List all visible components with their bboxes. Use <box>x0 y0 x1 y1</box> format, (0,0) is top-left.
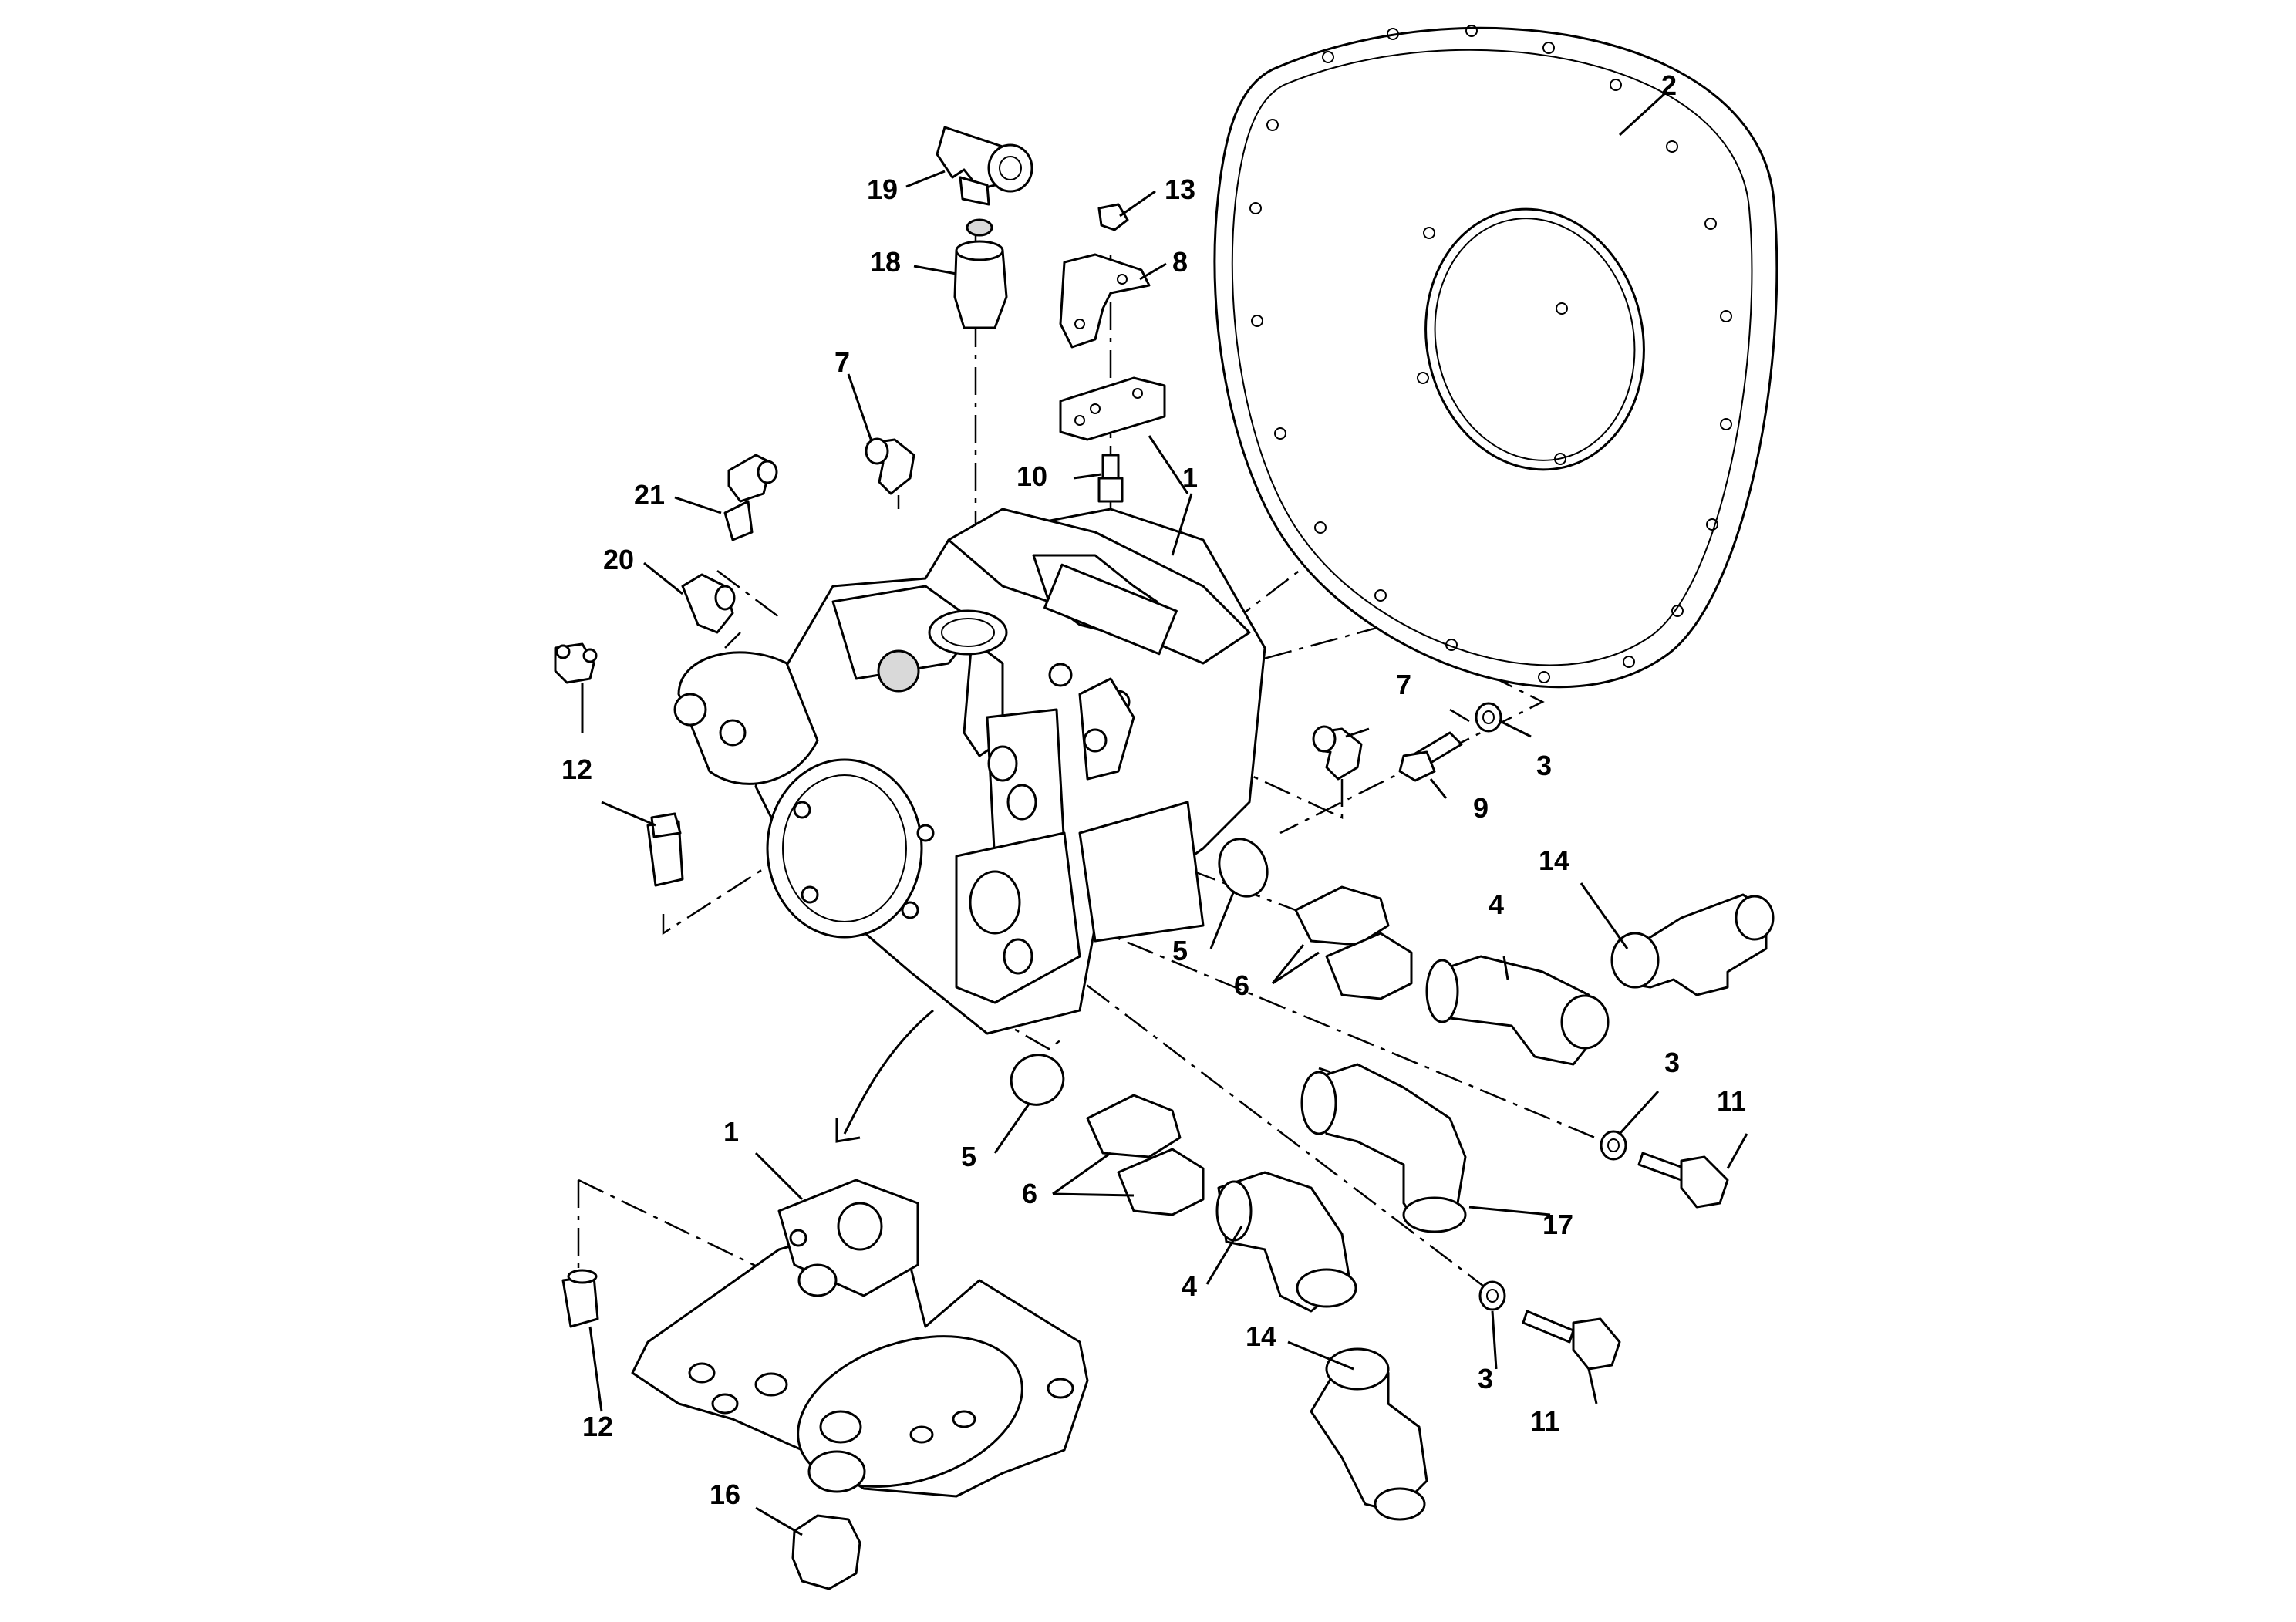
part-16-plug <box>791 1514 861 1590</box>
part-20-elbow <box>681 573 736 634</box>
callout-14-upper: 14 <box>1539 845 1569 876</box>
callout-11-lower: 11 <box>1530 1405 1559 1437</box>
part-7-elbow-upper <box>865 437 915 495</box>
callout-4-lower: 4 <box>1182 1270 1197 1302</box>
callout-8: 8 <box>1172 246 1188 278</box>
callout-9: 9 <box>1473 792 1489 824</box>
part-17-elbow <box>1300 1063 1467 1233</box>
callout-20: 20 <box>603 544 634 575</box>
callout-12-detail: 12 <box>582 1411 613 1442</box>
part-12-sensor-mid <box>646 812 684 887</box>
part-11-bolt-upper <box>1637 1152 1729 1209</box>
callout-10: 10 <box>1017 460 1047 492</box>
callout-7-upper: 7 <box>834 346 850 378</box>
callout-3-lower: 3 <box>1478 1363 1493 1394</box>
part-9-bolt <box>1398 731 1463 782</box>
part-11-bolt-lower <box>1522 1310 1621 1371</box>
callout-19: 19 <box>867 174 898 205</box>
detail-view <box>631 1009 1089 1498</box>
callout-14-lower: 14 <box>1246 1320 1276 1352</box>
callout-18: 18 <box>870 246 901 278</box>
callout-17: 17 <box>1542 1209 1573 1240</box>
part-5-oring-lower <box>1010 1054 1065 1106</box>
part-4-elbow-lower <box>1215 1171 1357 1313</box>
callout-16: 16 <box>710 1479 740 1510</box>
callout-6-upper: 6 <box>1234 969 1249 1001</box>
part-4-elbow-upper <box>1425 955 1610 1066</box>
callout-3-upper: 3 <box>1536 750 1552 781</box>
part-5-oring-upper <box>1218 838 1269 898</box>
callout-5-upper: 5 <box>1172 935 1188 966</box>
part-8-bracket <box>1059 253 1151 349</box>
part-13-nut <box>1097 203 1129 231</box>
part-21-tee-fitting <box>723 454 778 541</box>
part-6-split-flange-lower <box>1086 1094 1205 1216</box>
callout-labels: 1 1 2 3 3 3 4 4 5 5 6 6 7 7 8 9 10 11 11… <box>561 69 1746 1510</box>
callout-1-upper: 1 <box>1182 462 1198 494</box>
callout-6-lower: 6 <box>1022 1178 1037 1209</box>
part-14-tee-upper <box>1610 893 1775 996</box>
callout-4-upper: 4 <box>1489 889 1504 920</box>
callout-5-lower: 5 <box>961 1141 976 1172</box>
callout-7-right: 7 <box>1396 669 1411 700</box>
part-14-tee-lower <box>1310 1347 1428 1521</box>
flange-plate <box>1213 25 1778 689</box>
part-7-elbow-right <box>1312 725 1363 781</box>
callout-1-detail: 1 <box>723 1116 739 1148</box>
callout-21: 21 <box>634 479 665 511</box>
callout-2: 2 <box>1661 69 1677 101</box>
leader-lines <box>581 91 1748 1536</box>
part-6-split-flange-upper <box>1294 885 1413 1000</box>
callout-3-middle: 3 <box>1664 1047 1680 1078</box>
part-12-sensor-upper <box>554 642 598 684</box>
callout-11-upper: 11 <box>1717 1085 1746 1117</box>
part-1-block <box>1059 376 1166 441</box>
callout-13: 13 <box>1165 174 1195 205</box>
callout-12-upper: 12 <box>561 754 592 785</box>
pump-body <box>673 508 1266 1035</box>
part-3-washer-lower <box>1478 1280 1506 1311</box>
part-3-washer-lower-right <box>1600 1130 1627 1161</box>
part-19-tee-fitting <box>936 126 1033 206</box>
part-3-washer-upper <box>1475 702 1502 733</box>
part-12-sensor-detail <box>561 1269 599 1328</box>
part-18-adapter <box>953 218 1008 329</box>
part-10-screw <box>1097 454 1124 503</box>
